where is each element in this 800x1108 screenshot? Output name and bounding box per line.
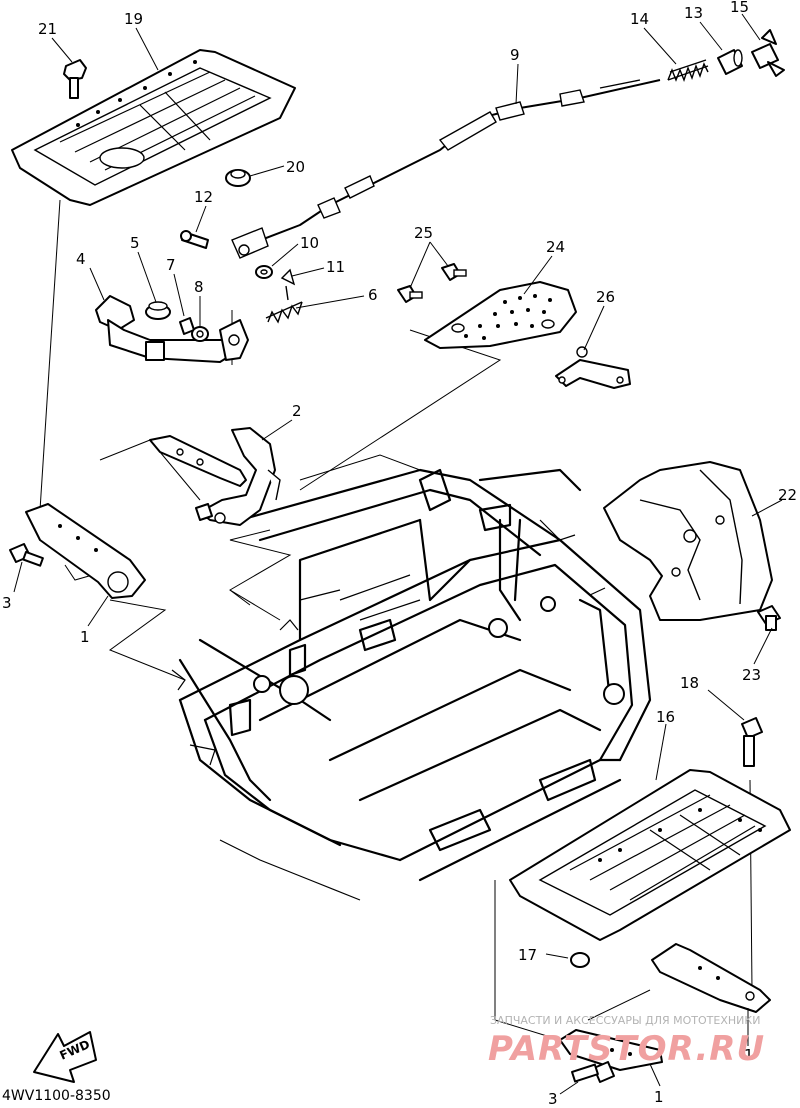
nut-17[interactable]: [570, 952, 590, 968]
callout-23: 23: [742, 666, 761, 684]
nut-20[interactable]: [225, 169, 251, 187]
washer-10[interactable]: [255, 265, 273, 279]
spring-6[interactable]: [265, 301, 303, 324]
callout-4: 4: [76, 250, 86, 268]
mudguard-22[interactable]: [603, 461, 773, 621]
callout-17: 17: [518, 946, 537, 964]
brake-cable-9[interactable]: [231, 79, 661, 259]
callout-5: 5: [130, 234, 140, 252]
callout-8: 8: [194, 278, 204, 296]
callout-2: 2: [292, 402, 302, 420]
callout-22: 22: [778, 486, 797, 504]
main-frame: [171, 468, 652, 901]
callout-15: 15: [730, 0, 749, 16]
callout-16: 16: [656, 708, 675, 726]
sleeve-13[interactable]: [717, 49, 743, 75]
callout-13: 13: [684, 4, 703, 22]
callout-1-right: 1: [744, 1046, 754, 1064]
bolt-18[interactable]: [741, 717, 763, 767]
bolt-23[interactable]: [757, 605, 781, 631]
diagram-code: 4WV1100-8350: [2, 1088, 111, 1104]
fwd-arrow-icon: FWD: [33, 1031, 97, 1083]
pedal-bracket-2[interactable]: [149, 427, 281, 526]
heel-plate-24[interactable]: [424, 281, 577, 349]
spring-14[interactable]: [667, 59, 709, 83]
bolt-21[interactable]: [63, 59, 87, 99]
footrest-bracket-1-right[interactable]: [651, 943, 771, 1013]
stay-26[interactable]: [555, 346, 631, 389]
leader-lines: [13, 13, 783, 1095]
footrest-bracket-1-left[interactable]: [25, 503, 146, 599]
callout-7: 7: [166, 256, 176, 274]
callout-12: 12: [194, 188, 213, 206]
callout-24: 24: [546, 238, 565, 256]
washer-8[interactable]: [191, 326, 209, 342]
callout-25: 25: [414, 224, 433, 242]
callout-26: 26: [596, 288, 615, 306]
right-footrest-board[interactable]: [509, 769, 791, 941]
footrest-bracket-1-lower[interactable]: [559, 1029, 663, 1071]
callout-3-bottom: 3: [548, 1090, 558, 1108]
left-footrest-board[interactable]: [11, 49, 296, 206]
callout-18: 18: [680, 674, 699, 692]
watermark-tagline: ЗАПЧАСТИ И АКСЕССУАРЫ ДЛЯ МОТОТЕХНИКИ: [490, 1014, 760, 1027]
bolt-25[interactable]: [397, 263, 467, 303]
callout-11: 11: [326, 258, 345, 276]
callout-20: 20: [286, 158, 305, 176]
callout-1-left: 1: [80, 628, 90, 646]
callout-19: 19: [124, 10, 143, 28]
callout-14: 14: [630, 10, 649, 28]
pin-12[interactable]: [180, 230, 209, 249]
cap-5[interactable]: [145, 301, 171, 320]
bolt-3-left[interactable]: [9, 543, 44, 567]
callout-6: 6: [368, 286, 378, 304]
callout-1-lower: 1: [654, 1088, 664, 1106]
assembly-guide-lines: [39, 199, 761, 1041]
watermark: ЗАПЧАСТИ И АКСЕССУАРЫ ДЛЯ МОТОТЕХНИКИ PA…: [488, 1014, 765, 1069]
callout-3-left: 3: [2, 594, 12, 612]
watermark-brand: PARTSTOR.RU: [488, 1029, 765, 1069]
callout-10: 10: [300, 234, 319, 252]
callout-9: 9: [510, 46, 520, 64]
bolt-3-bottom[interactable]: [570, 1061, 615, 1083]
brake-pedal-4[interactable]: [95, 295, 249, 363]
cotter-pin-11[interactable]: [280, 268, 296, 301]
wing-nut-15[interactable]: [751, 29, 785, 77]
callout-21: 21: [38, 20, 57, 38]
